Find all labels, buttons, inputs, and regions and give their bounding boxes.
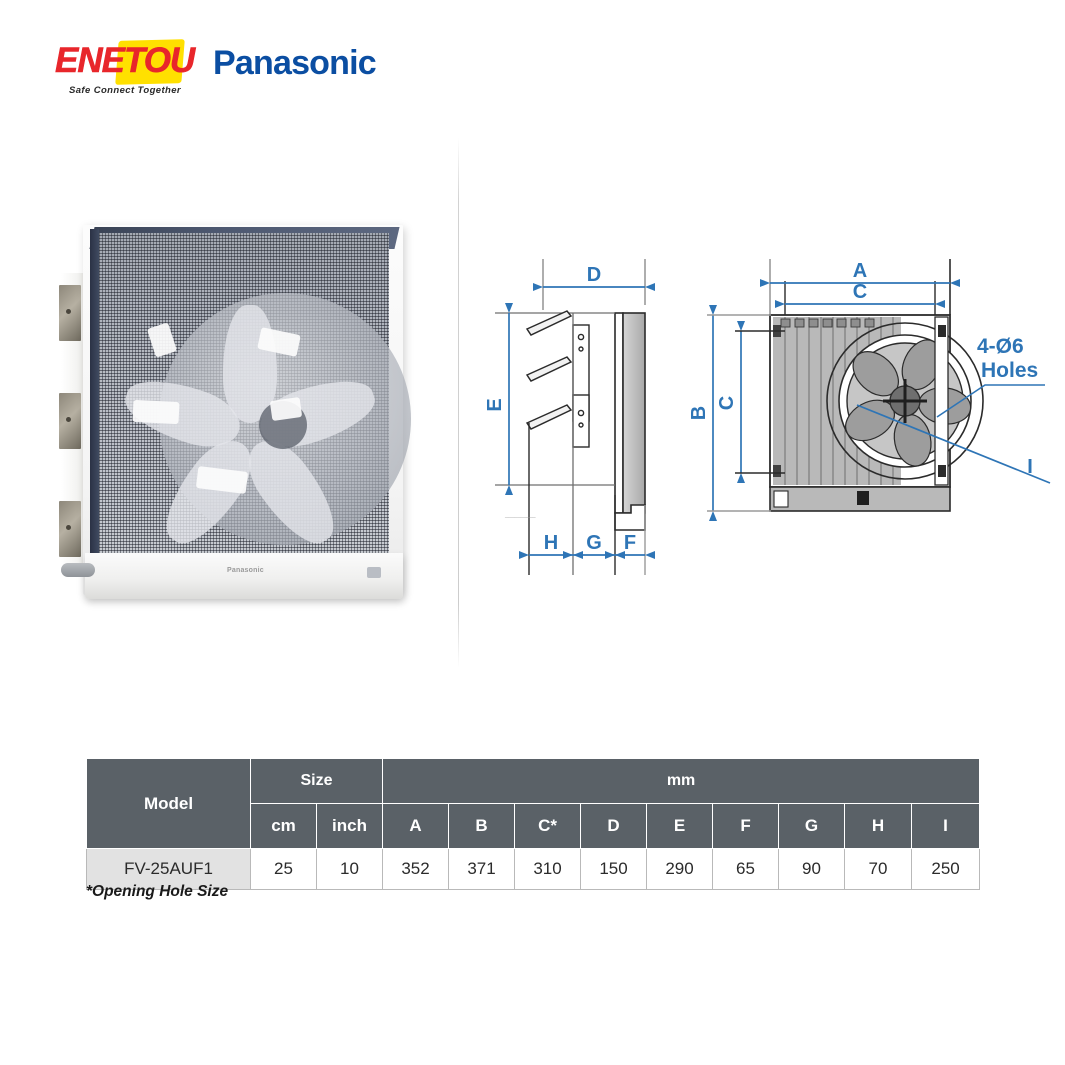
mount-bracket-bottom: [59, 501, 81, 557]
header-e: E: [646, 803, 714, 849]
front-view-drawing: A C: [688, 259, 1051, 522]
svg-text:B: B: [688, 406, 710, 420]
header-d: D: [580, 803, 648, 849]
cell-d: 150: [580, 848, 648, 890]
enetou-wordmark: ENETOU: [55, 41, 196, 81]
product-grille: [99, 233, 411, 563]
product-left-edge: [90, 229, 99, 564]
technical-drawings: D E __________: [485, 255, 1055, 595]
svg-text:C: C: [853, 281, 867, 303]
cell-h: 70: [844, 848, 913, 890]
product-base-bezel: [85, 553, 403, 599]
table-header-group-row: Model Size mm: [86, 758, 981, 849]
svg-text:I: I: [1027, 456, 1033, 478]
header-model: Model: [86, 758, 251, 849]
cell-a: 352: [382, 848, 450, 890]
svg-text:E: E: [485, 398, 506, 411]
product-brand-mark: Panasonic: [227, 567, 264, 574]
header-mm: mm: [382, 758, 981, 804]
cell-c: 310: [514, 848, 582, 890]
specification-table-container: Model Size mm cm inch A B C* D E F G H I…: [86, 758, 981, 890]
header-f: F: [712, 803, 780, 849]
svg-text:H: H: [544, 532, 558, 554]
side-view-drawing: D E __________: [485, 259, 656, 575]
fan-blade: [223, 305, 277, 423]
enetou-logo: ENETOU Safe Connect Together: [55, 38, 215, 100]
header-cm: cm: [250, 803, 317, 849]
table-footnote: *Opening Hole Size: [86, 883, 229, 900]
specification-table: Model Size mm cm inch A B C* D E F G H I…: [86, 758, 981, 890]
svg-text:4-Ø6: 4-Ø6: [977, 335, 1024, 358]
header-size: Size: [249, 758, 384, 804]
header-a: A: [382, 803, 450, 849]
header-i: I: [911, 803, 981, 849]
cell-f: 65: [712, 848, 780, 890]
product-photo: Panasonic: [55, 215, 430, 620]
blade-highlight: [269, 397, 303, 421]
cell-b: 371: [448, 848, 516, 890]
header-c: C*: [514, 803, 582, 849]
svg-text:A: A: [853, 260, 867, 282]
section-divider: [458, 138, 459, 668]
svg-text:F: F: [624, 532, 636, 554]
svg-text:__________: __________: [504, 513, 537, 519]
mount-bracket-top: [59, 285, 81, 341]
table-subheader-row: cm inch A B C* D E F G H I: [87, 803, 981, 849]
svg-text:Holes: Holes: [981, 359, 1038, 382]
cell-cm: 25: [250, 848, 317, 890]
svg-text:D: D: [587, 264, 601, 286]
svg-text:G: G: [586, 532, 602, 554]
panasonic-logo: Panasonic: [213, 44, 377, 82]
header-b: B: [448, 803, 516, 849]
blade-highlight: [146, 322, 178, 358]
table-row: FV-25AUF1 25 10 352 371 310 150 290 65 9…: [86, 848, 981, 890]
blade-highlight: [132, 399, 180, 425]
enetou-tagline: Safe Connect Together: [69, 85, 182, 96]
header-inch: inch: [315, 803, 384, 849]
product-cord-port: [367, 567, 381, 578]
cell-g: 90: [778, 848, 846, 890]
cell-model: FV-25AUF1: [86, 848, 251, 890]
cell-i: 250: [911, 848, 981, 890]
product-pull-knob: [61, 563, 95, 577]
svg-text:C: C: [716, 396, 738, 410]
cell-inch: 10: [315, 848, 384, 890]
header-g: G: [778, 803, 846, 849]
mount-bracket-middle: [59, 393, 81, 449]
brand-header: ENETOU Safe Connect Together Panasonic: [55, 38, 475, 104]
cell-e: 290: [646, 848, 714, 890]
header-h: H: [844, 803, 913, 849]
